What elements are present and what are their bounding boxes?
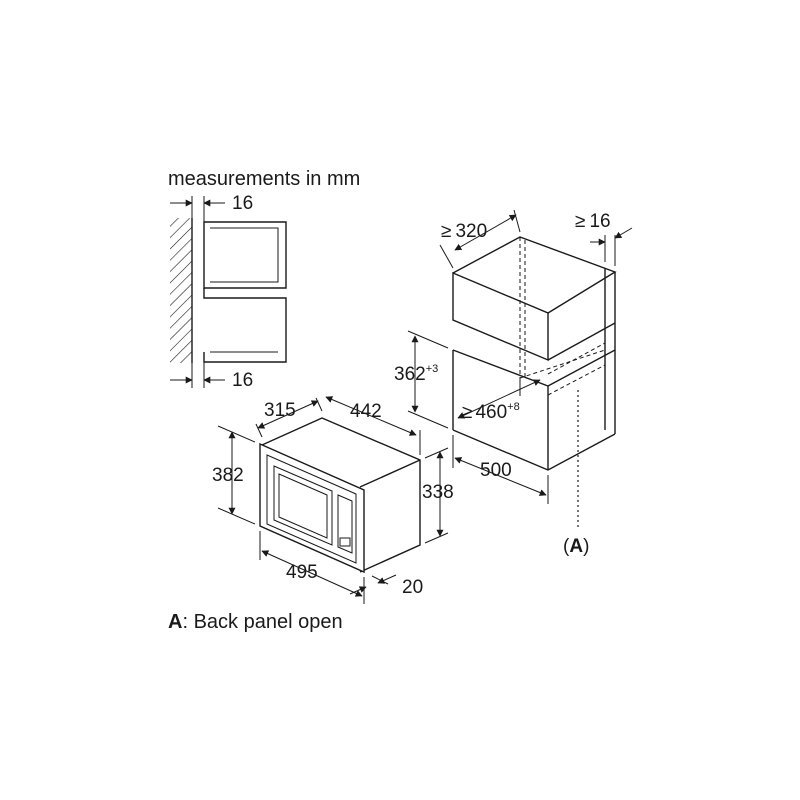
legend-key: A [168, 611, 182, 633]
niche-height-tolerance: +3 [426, 363, 439, 375]
frame-depth-arrow-1 [349, 586, 367, 595]
hidden-niche-back [519, 349, 606, 379]
microwave-body-edge [359, 459, 421, 488]
niche-width-dimension [454, 214, 517, 251]
upper-cabinet-inner [210, 227, 279, 283]
depth-dimension [257, 400, 319, 429]
frame-width-dimension [261, 550, 363, 597]
height-body-label: 338 [422, 482, 454, 503]
niche-bottom [452, 429, 616, 471]
microwave-drawing: 315 442 382 338 495 20 [212, 396, 454, 604]
niche-height-label: 362+3 [394, 363, 438, 385]
height-front-label: 382 [212, 465, 244, 486]
niche-width-prefix: ≥ [441, 221, 451, 242]
rear-gap-arrow-2 [614, 227, 633, 239]
niche-width-label: ≥320 [441, 221, 487, 242]
upper-cabinet-section [203, 221, 287, 289]
width-top-label: 442 [350, 401, 382, 422]
niche-depth-label: ≥460+8 [462, 401, 520, 423]
wall-hatch [170, 218, 192, 363]
depth-label: 315 [264, 400, 296, 421]
rear-gap-prefix: ≥ [575, 211, 585, 232]
frame-depth-arrow-2 [377, 574, 397, 584]
niche-height-ext-1 [407, 330, 449, 349]
niche-height-ext-2 [407, 410, 449, 429]
niche-width-value: 320 [455, 221, 487, 242]
rear-gap-value: 16 [589, 211, 610, 232]
niche-depth-dimension [457, 379, 541, 419]
back-panel-marker: (A) [563, 536, 589, 557]
niche-height-value: 362 [394, 364, 426, 385]
niche-depth-prefix: ≥ [462, 402, 472, 423]
niche-depth-tolerance: +8 [507, 401, 520, 413]
width-top-dimension [325, 396, 417, 436]
legend-text: : Back panel open [182, 611, 342, 633]
microwave-door-inner [278, 473, 328, 539]
depth-ext-2 [315, 397, 323, 412]
frame-depth-label: 20 [402, 577, 423, 598]
measurements-label: measurements in mm [168, 168, 360, 190]
height-front-ext-1 [217, 425, 256, 443]
niche-width-ext-2 [513, 209, 521, 233]
height-body-ext-2 [424, 532, 449, 544]
cabinet-upper-front [452, 271, 549, 362]
microwave-front-frame [259, 442, 365, 574]
cabinet-top [452, 236, 617, 314]
legend: A: Back panel open [168, 611, 343, 633]
height-body-ext-1 [424, 447, 449, 459]
depth-ext-1 [255, 423, 263, 438]
hidden-shelf-line [547, 342, 606, 375]
niche-top [452, 349, 616, 387]
rear-gap-label: ≥16 [575, 211, 611, 232]
lower-cabinet-section [203, 288, 287, 363]
back-panel-marker-letter: A [569, 536, 583, 557]
niche-width-ext-1 [439, 244, 454, 269]
top-gap-label: 16 [232, 193, 253, 214]
height-front-ext-2 [217, 507, 256, 525]
microwave-button [339, 537, 351, 547]
cabinet-depth-dimension [454, 457, 547, 496]
cabinet-depth-label: 500 [480, 460, 512, 481]
cabinet-drawing: (A) ≥320 ≥16 362+3 ≥460+8 500 [394, 209, 633, 557]
microwave-door-window [273, 465, 333, 546]
hidden-shelf-line-2 [547, 364, 606, 396]
niche-depth-value: 460 [475, 402, 507, 423]
bottom-gap-label: 16 [232, 370, 253, 391]
side-view: 16 16 [170, 193, 287, 391]
frame-width-label: 495 [286, 562, 318, 583]
cabinet-upper-side [547, 322, 616, 361]
